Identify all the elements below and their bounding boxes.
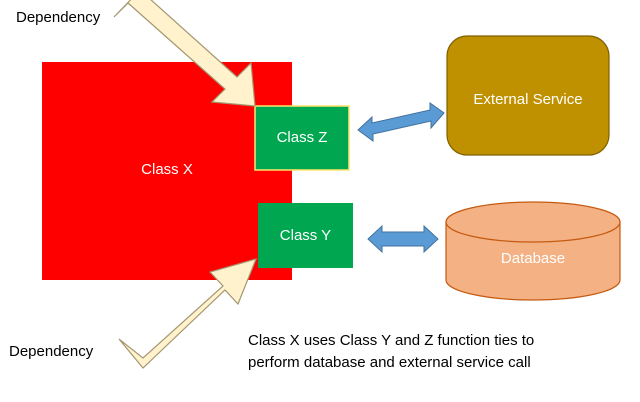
database-label: Database	[500, 250, 566, 267]
dependency-arrow-top-icon	[113, 0, 256, 107]
double-arrow-database-icon	[367, 224, 439, 254]
caption-line-2: perform database and external service ca…	[248, 354, 531, 371]
double-arrow-external-service-icon	[357, 102, 445, 142]
class-z-box	[254, 105, 350, 171]
external-service-label: External Service	[473, 91, 583, 108]
class-y-box	[258, 203, 353, 268]
dependency-label-bottom: Dependency	[9, 343, 94, 360]
class-y-label: Class Y	[279, 227, 332, 244]
class-z-label: Class Z	[276, 129, 328, 146]
caption-line-1: Class X uses Class Y and Z function ties…	[248, 332, 535, 349]
database-cylinder-body	[445, 221, 621, 301]
database-cylinder-top	[445, 201, 621, 243]
dependency-arrow-bottom-icon	[118, 258, 258, 369]
class-x-label: Class X	[141, 161, 193, 178]
external-service-box	[446, 35, 610, 156]
database-icon	[445, 201, 621, 301]
dependency-label-top: Dependency	[16, 9, 101, 26]
